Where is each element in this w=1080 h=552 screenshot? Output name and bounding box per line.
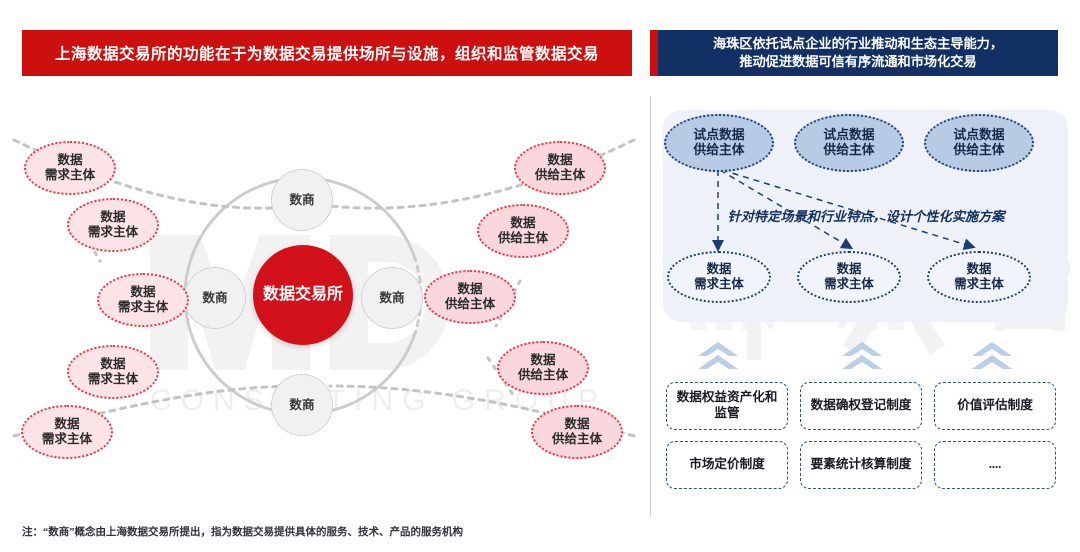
node-pilot-supply-entity[interactable]: 试点数据 供给主体: [794, 114, 904, 172]
node-demand-entity[interactable]: 数据 需求主体: [24, 141, 116, 195]
node-demand-entity[interactable]: 数据 需求主体: [797, 251, 901, 303]
node-pilot-supply-entity[interactable]: 试点数据 供给主体: [924, 114, 1034, 172]
merchant-label: 数商: [202, 290, 228, 305]
node-line-2: 供给主体: [823, 143, 875, 157]
node-merchant-top[interactable]: 数商: [271, 169, 333, 231]
node-demand-entity[interactable]: 数据 需求主体: [927, 251, 1031, 303]
node-demand-entity[interactable]: 数据 需求主体: [97, 273, 189, 327]
node-line-2: 供给主体: [551, 432, 603, 446]
merchant-label: 数商: [289, 192, 315, 207]
node-line-2: 需求主体: [824, 277, 874, 291]
node-line-1: 数据: [457, 282, 483, 297]
chevron-up-double-icon: [842, 342, 882, 369]
institution-box[interactable]: 数据确权登记制度: [800, 382, 922, 430]
node-line-1: 数据: [530, 353, 556, 368]
right-header-title-line1: 海珠区依托试点企业的行业推动和生态主导能力，: [712, 36, 1004, 52]
node-line-2: 供给主体: [693, 143, 745, 157]
node-merchant-right[interactable]: 数商: [361, 267, 423, 329]
right-header-title-line2: 推动促进数据可信有序流通和市场化交易: [739, 54, 977, 69]
node-line-2: 供给主体: [497, 231, 549, 245]
chevron-up-double-icon: [698, 342, 738, 369]
node-line-1: 数据: [130, 285, 156, 300]
merchant-label: 数商: [289, 397, 315, 412]
node-supply-entity[interactable]: 数据 供给主体: [497, 341, 589, 395]
node-merchant-left[interactable]: 数商: [184, 267, 246, 329]
node-demand-entity[interactable]: 数据 需求主体: [21, 405, 113, 459]
strategy-caption: 针对特定场景和行业特点，设计个性化实施方案: [727, 209, 1005, 224]
node-line-1: 数据: [547, 153, 573, 168]
left-ecosystem-diagram: 数据交易所 数商 数商 数商 数商 数据 需求主体 数据 需求主体 数据 需求主…: [0, 96, 648, 506]
node-line-1: 数据: [966, 262, 992, 277]
footnote: 注：“数商”概念由上海数据交易所提出，指为数据交易提供具体的服务、技术、产品的服…: [22, 527, 463, 538]
node-line-1: 数据: [100, 210, 126, 225]
panel-divider: [650, 96, 651, 516]
center-label: 数据交易所: [262, 286, 343, 303]
node-line-1: 数据: [57, 153, 83, 168]
node-demand-entity[interactable]: 数据 需求主体: [67, 345, 159, 399]
node-line-1: 数据: [836, 262, 862, 277]
node-line-2: 需求主体: [41, 432, 93, 446]
institution-box[interactable]: 价值评估制度: [934, 382, 1056, 430]
node-data-exchange-center[interactable]: 数据交易所: [253, 245, 353, 345]
node-supply-entity[interactable]: 数据 供给主体: [514, 141, 606, 195]
node-supply-entity[interactable]: 数据 供给主体: [424, 270, 516, 324]
node-line-1: 数据: [706, 262, 732, 277]
left-header-banner: 上海数据交易所的功能在于为数据交易提供场所与设施，组织和监管数据交易: [22, 30, 632, 76]
node-pilot-supply-entity[interactable]: 试点数据 供给主体: [664, 114, 774, 172]
merchant-label: 数商: [379, 290, 405, 305]
node-line-2: 需求主体: [117, 300, 169, 314]
node-line-1: 数据: [510, 216, 536, 231]
node-line-2: 供给主体: [517, 368, 569, 382]
institution-box[interactable]: 要素统计核算制度: [800, 441, 922, 489]
left-header-title: 上海数据交易所的功能在于为数据交易提供场所与设施，组织和监管数据交易: [54, 46, 599, 63]
node-line-1: 试点数据: [953, 127, 1005, 142]
node-line-1: 试点数据: [823, 127, 875, 142]
right-header-banner: 海珠区依托试点企业的行业推动和生态主导能力， 推动促进数据可信有序流通和市场化交…: [658, 30, 1058, 76]
node-line-1: 数据: [564, 417, 590, 432]
node-line-2: 供给主体: [444, 297, 496, 311]
node-supply-entity[interactable]: 数据 供给主体: [477, 204, 569, 258]
node-line-1: 试点数据: [693, 127, 745, 142]
node-demand-entity[interactable]: 数据 需求主体: [67, 198, 159, 252]
node-line-2: 需求主体: [87, 225, 139, 239]
node-line-2: 需求主体: [694, 277, 744, 291]
node-line-2: 需求主体: [44, 168, 96, 182]
institution-box[interactable]: ....: [934, 441, 1056, 489]
node-line-2: 供给主体: [953, 143, 1005, 157]
node-line-1: 数据: [100, 357, 126, 372]
node-line-2: 需求主体: [954, 277, 1004, 291]
node-line-1: 数据: [54, 417, 80, 432]
institution-box[interactable]: 市场定价制度: [666, 441, 788, 489]
right-pilot-diagram: 试点数据 供给主体 试点数据 供给主体 试点数据 供给主体 针对特定场景和行业特…: [650, 96, 1080, 516]
node-supply-entity[interactable]: 数据 供给主体: [531, 405, 623, 459]
node-line-2: 供给主体: [534, 168, 586, 182]
node-line-2: 需求主体: [87, 372, 139, 386]
node-demand-entity[interactable]: 数据 需求主体: [667, 251, 771, 303]
institution-box[interactable]: 数据权益资产化和监管: [666, 382, 788, 430]
node-merchant-bottom[interactable]: 数商: [271, 374, 333, 436]
header-accent-bar: [650, 30, 658, 76]
chevron-up-double-icon: [972, 342, 1012, 369]
